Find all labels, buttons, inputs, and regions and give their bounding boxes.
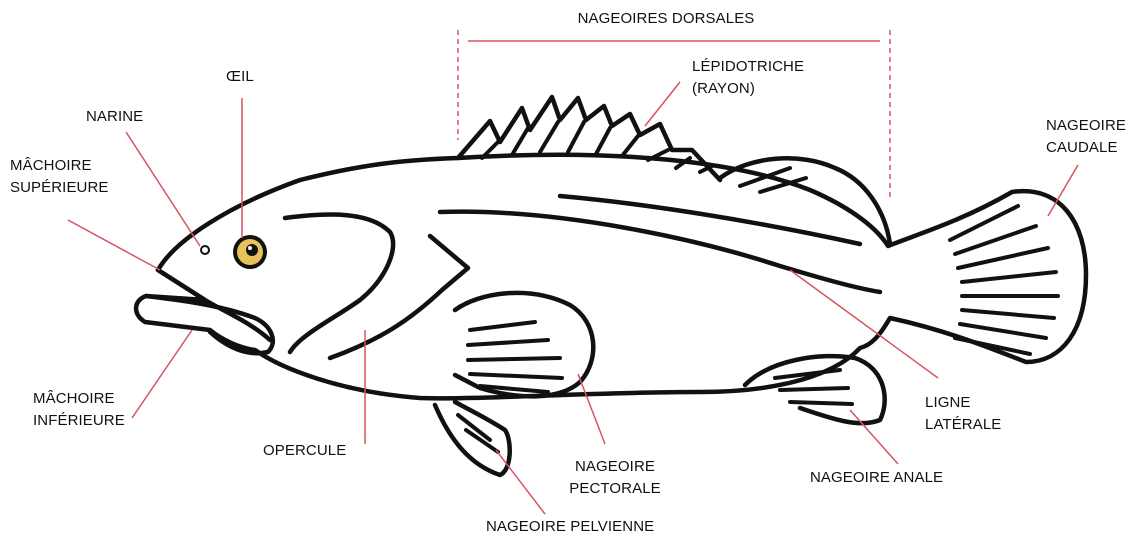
label-oeil: ŒIL bbox=[226, 66, 254, 88]
operculum-line bbox=[285, 215, 393, 352]
label-nageoire-pectorale-line1: NAGEOIRE bbox=[560, 456, 670, 478]
pectoral-fin-rays bbox=[468, 322, 562, 392]
label-machoire-inferieure-line2: INFÉRIEURE bbox=[33, 410, 125, 432]
label-machoire-superieure-line2: SUPÉRIEURE bbox=[10, 177, 109, 199]
label-nageoires-dorsales: NAGEOIRES DORSALES bbox=[566, 8, 766, 30]
label-ligne-laterale-line1: LIGNE bbox=[925, 392, 1001, 414]
pelvic-fin bbox=[435, 402, 510, 475]
label-machoire-inferieure-line1: MÂCHOIRE bbox=[33, 388, 125, 410]
label-narine: NARINE bbox=[86, 106, 143, 128]
label-opercule: OPERCULE bbox=[263, 440, 346, 462]
machoire-superieure-leader bbox=[68, 220, 160, 270]
anal-fin-rays bbox=[775, 370, 852, 404]
label-nageoire-pelvienne: NAGEOIRE PELVIENNE bbox=[486, 516, 654, 538]
label-ligne-laterale: LIGNE LATÉRALE bbox=[925, 392, 1001, 436]
label-lepidotriche: LÉPIDOTRICHE (RAYON) bbox=[692, 56, 804, 100]
lateral-line bbox=[440, 212, 880, 292]
back-line bbox=[560, 196, 860, 244]
spiny-dorsal-fin bbox=[458, 97, 720, 180]
label-nageoire-pectorale: NAGEOIRE PECTORALE bbox=[560, 456, 670, 500]
pectorale-leader bbox=[578, 374, 605, 444]
label-machoire-inferieure: MÂCHOIRE INFÉRIEURE bbox=[33, 388, 125, 432]
machoire-inferieure-leader bbox=[132, 330, 192, 418]
label-nageoire-anale: NAGEOIRE ANALE bbox=[810, 467, 943, 489]
lepidotriche-leader bbox=[645, 82, 680, 126]
label-machoire-superieure: MÂCHOIRE SUPÉRIEURE bbox=[10, 155, 109, 199]
operculum-inner bbox=[330, 236, 468, 358]
label-nageoire-caudale-line1: NAGEOIRE bbox=[1046, 115, 1126, 137]
label-nageoire-caudale: NAGEOIRE CAUDALE bbox=[1046, 115, 1126, 159]
narine-leader bbox=[126, 132, 200, 246]
label-machoire-superieure-line1: MÂCHOIRE bbox=[10, 155, 109, 177]
label-lepidotriche-line2: (RAYON) bbox=[692, 78, 804, 100]
anale-leader bbox=[850, 410, 898, 464]
label-nageoire-pectorale-line2: PECTORALE bbox=[560, 478, 670, 500]
dorsal-fin-rays bbox=[482, 122, 712, 172]
label-lepidotriche-line1: LÉPIDOTRICHE bbox=[692, 56, 804, 78]
pelvienne-leader bbox=[496, 450, 545, 514]
label-ligne-laterale-line2: LATÉRALE bbox=[925, 414, 1001, 436]
caudal-fin-rays bbox=[950, 206, 1058, 354]
nostril bbox=[201, 246, 209, 254]
eye-icon bbox=[233, 235, 267, 269]
body-outline bbox=[136, 155, 1086, 399]
label-nageoire-caudale-line2: CAUDALE bbox=[1046, 137, 1126, 159]
